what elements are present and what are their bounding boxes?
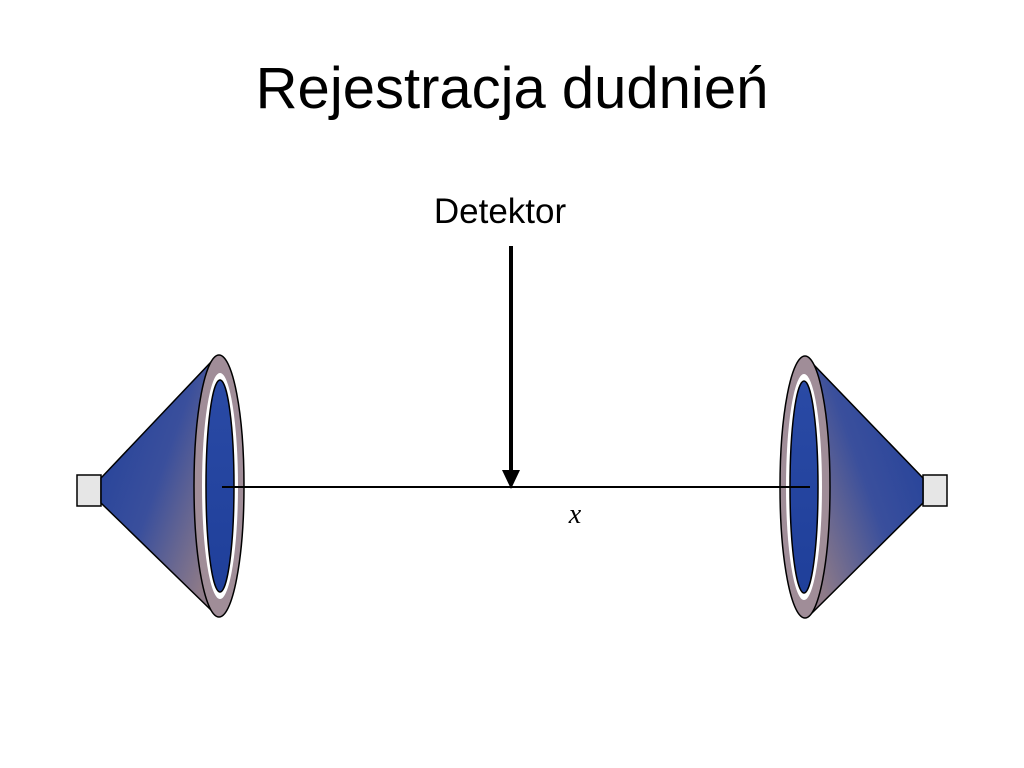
down-arrow-icon [502, 246, 520, 489]
right-speaker [779, 355, 948, 619]
left-driver-box [76, 474, 102, 507]
right-driver-box [922, 474, 948, 507]
slide-title: Rejestracja dudnień [255, 56, 769, 121]
detector-label: Detektor [433, 192, 567, 231]
loudspeaker-icon [779, 355, 948, 619]
axis-label: x [568, 499, 582, 530]
detector-arrow-head [502, 470, 520, 489]
left-speaker [76, 354, 245, 618]
loudspeaker-icon [76, 354, 245, 618]
